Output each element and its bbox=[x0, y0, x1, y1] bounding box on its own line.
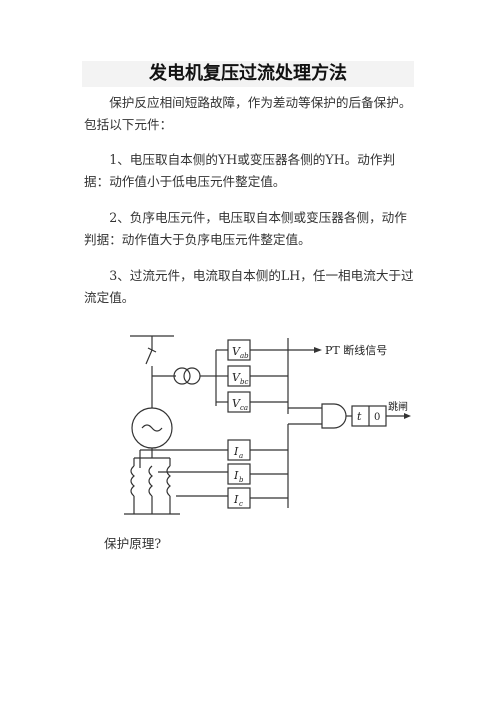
document-title: 发电机复压过流处理方法 bbox=[149, 63, 347, 84]
relay-sub-vbc: bc bbox=[240, 378, 248, 386]
pt-disconnect-label: PT 断线信号 bbox=[325, 343, 387, 357]
relay-label-ic: I bbox=[233, 493, 239, 506]
timer-label: t bbox=[357, 410, 362, 423]
relay-sub-vab: ab bbox=[240, 352, 249, 360]
relay-label-vab: V bbox=[232, 345, 241, 358]
relay-label-vbc: V bbox=[232, 371, 241, 384]
trip-label: 跳闸 bbox=[388, 400, 408, 413]
closing-line: 保护原理? bbox=[104, 536, 162, 551]
relay-sub-vca: ca bbox=[240, 404, 248, 412]
negative-sequence-paragraph: 2、负序电压元件，电压取自本侧或变压器各侧，动作判据：动作值大于负序电压元件整定… bbox=[84, 210, 407, 247]
relay-sub-ib: b bbox=[239, 476, 244, 484]
protection-circuit-diagram: V ab V bc V ca I a I b I c PT 断线信号 t 0 跳… bbox=[124, 335, 411, 515]
voltage-element-paragraph: 1、电压取自本侧的YH或变压器各侧的YH。动作判据：动作值小于低电压元件整定值。 bbox=[84, 152, 396, 189]
title-background bbox=[82, 61, 414, 87]
relay-sub-ic: c bbox=[239, 500, 243, 508]
relay-label-ia: I bbox=[233, 445, 239, 458]
relay-sub-ia: a bbox=[239, 452, 243, 460]
overcurrent-paragraph: 3、过流元件，电流取自本侧的LH，任一相电流大于过流定值。 bbox=[84, 268, 414, 305]
intro-paragraph: 保护反应相间短路故障，作为差动等保护的后备保护。包括以下元件： bbox=[84, 95, 412, 132]
relay-label-ib: I bbox=[233, 469, 239, 482]
relay-label-vca: V bbox=[232, 397, 241, 410]
timer-value: 0 bbox=[374, 412, 380, 423]
